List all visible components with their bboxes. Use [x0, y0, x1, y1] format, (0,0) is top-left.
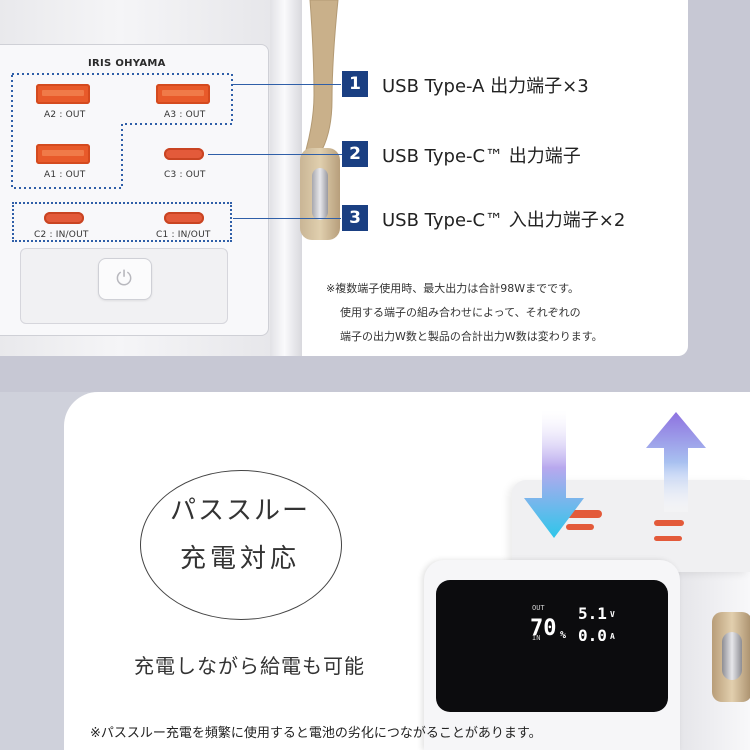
feature-badge-1: 1: [342, 71, 368, 97]
usb-a2-label: A2 : OUT: [44, 110, 86, 120]
arrow-down-icon: [524, 410, 584, 538]
lcd-screen: OUT IN 70 % 5.1 V 0.0 A: [436, 580, 668, 712]
knob-rivet: [312, 168, 328, 220]
mini-port-3: [654, 520, 684, 526]
brand-logo: IRIS OHYAMA: [88, 58, 166, 69]
knob-rivet-2: [722, 632, 742, 680]
top-section: IRIS OHYAMA A2 : OUT A3 : OUT A1 : OUT C…: [0, 0, 688, 356]
lcd-amps-unit: A: [610, 632, 615, 641]
arrow-up-icon: [646, 412, 706, 512]
usb-c1-port: [164, 212, 204, 224]
usb-a3-label: A3 : OUT: [164, 110, 206, 120]
note-line-1: ※複数端子使用時、最大出力は合計98Wまでです。: [326, 282, 579, 295]
feature-label-3: USB Type-C™ 入出力端子×2: [382, 210, 626, 231]
feature-badge-2: 2: [342, 141, 368, 167]
passthrough-title-line1: パススルー: [169, 496, 310, 526]
usb-c3-port: [164, 148, 204, 160]
mini-port-4: [654, 536, 682, 541]
note-line-3: 端子の出力W数と製品の合計出力W数は変わります。: [340, 330, 603, 343]
power-button[interactable]: ⏻: [98, 258, 152, 300]
usb-c3-label: C3 : OUT: [164, 170, 206, 180]
note-line-2: 使用する端子の組み合わせによって、それぞれの: [340, 306, 581, 319]
usb-a2-port: [36, 84, 90, 104]
strap-knob: [300, 148, 340, 240]
leader-1: [233, 84, 341, 85]
lcd-in-label: IN: [532, 634, 541, 642]
leader-2: [208, 154, 342, 155]
lcd-volts-unit: V: [610, 610, 615, 619]
lcd-percent: 70: [530, 616, 557, 641]
passthrough-subtitle: 充電しながら給電も可能: [134, 654, 365, 678]
passthrough-title-line2: 充電対応: [179, 544, 300, 574]
feature-label-1: USB Type-A 出力端子×3: [382, 76, 589, 97]
usb-a1-label: A1 : OUT: [44, 170, 86, 180]
top-card: IRIS OHYAMA A2 : OUT A3 : OUT A1 : OUT C…: [0, 0, 688, 356]
device-photo: OUT IN 70 % 5.1 V 0.0 A: [424, 480, 750, 750]
lcd-percent-unit: %: [560, 630, 567, 641]
power-icon: ⏻: [116, 266, 132, 290]
passthrough-note: ※パススルー充電を頻繁に使用すると電池の劣化につながることがあります。: [90, 726, 542, 741]
lcd-amps: 0.0: [578, 626, 607, 645]
strap-knob-2: [712, 612, 750, 702]
lcd-volts: 5.1: [578, 604, 607, 623]
leader-3: [233, 218, 341, 219]
usb-c2-port: [44, 212, 84, 224]
mini-port-2: [566, 524, 594, 530]
usb-a1-port: [36, 144, 90, 164]
feature-badge-3: 3: [342, 205, 368, 231]
feature-label-2: USB Type-C™ 出力端子: [382, 146, 581, 167]
usb-a3-port: [156, 84, 210, 104]
region-3-outline: [12, 202, 232, 242]
mini-port-1: [566, 510, 602, 518]
usb-c2-label: C2 : IN/OUT: [34, 230, 89, 240]
usb-c1-label: C1 : IN/OUT: [156, 230, 211, 240]
device-edge: [270, 0, 302, 356]
region-1-outline: [11, 73, 233, 189]
passthrough-badge: [140, 470, 342, 620]
strap-icon: [305, 0, 339, 150]
lcd-out-label: OUT: [532, 604, 545, 612]
